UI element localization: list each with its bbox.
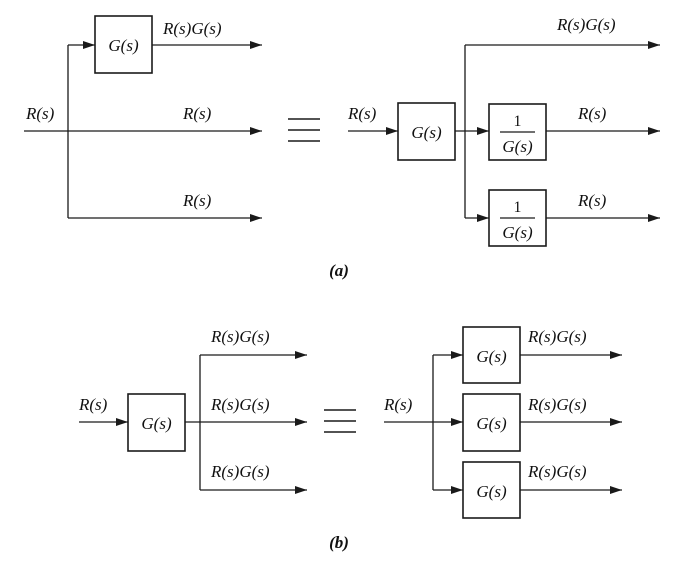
a-right-inverse-num-2: 1 — [514, 199, 522, 216]
b-right-bottom-output-label: R(s)G(s) — [527, 462, 587, 481]
a-right-inverse-den-2: G(s) — [502, 223, 533, 242]
a-left-g-label: G(s) — [108, 36, 139, 55]
equivalence-sign-b — [324, 409, 356, 433]
b-left-mid-output-label: R(s)G(s) — [210, 395, 270, 414]
a-left-bottom-output-label: R(s) — [182, 191, 212, 210]
b-right-g-label-1: G(s) — [476, 347, 507, 366]
a-right-g-block — [397, 102, 456, 161]
diagram-a-right: R(s) G(s) R(s)G(s) 1 G(s) R(s) 1 G(s) R(… — [347, 15, 660, 247]
a-right-bottom-output-label: R(s) — [577, 191, 607, 210]
a-right-inverse-den-1: G(s) — [502, 137, 533, 156]
b-right-input-label: R(s) — [383, 395, 413, 414]
caption-b: (b) — [329, 533, 349, 552]
a-right-inverse-block-1 — [488, 103, 547, 161]
a-left-input-label: R(s) — [25, 104, 55, 123]
b-right-g-block-3 — [462, 461, 521, 519]
a-right-mid-output-label: R(s) — [577, 104, 607, 123]
b-left-g-label: G(s) — [141, 414, 172, 433]
b-right-g-block-2 — [462, 393, 521, 452]
a-left-g-block — [94, 15, 153, 74]
a-right-input-label: R(s) — [347, 104, 377, 123]
b-left-bottom-output-label: R(s)G(s) — [210, 462, 270, 481]
a-right-g-label: G(s) — [411, 123, 442, 142]
a-left-mid-output-label: R(s) — [182, 104, 212, 123]
equivalence-sign-a — [288, 118, 320, 142]
b-left-input-label: R(s) — [78, 395, 108, 414]
b-right-mid-output-label: R(s)G(s) — [527, 395, 587, 414]
a-left-top-output-label: R(s)G(s) — [162, 19, 222, 38]
a-right-top-output-label: R(s)G(s) — [556, 15, 616, 34]
b-right-g-block-1 — [462, 326, 521, 384]
diagram-a-left: G(s) R(s) R(s)G(s) R(s) R(s) — [24, 15, 262, 222]
diagram-b-right: R(s) G(s) G(s) G(s) R(s)G(s) R(s)G(s) R(… — [383, 326, 622, 519]
b-right-g-label-3: G(s) — [476, 482, 507, 501]
b-right-top-output-label: R(s)G(s) — [527, 327, 587, 346]
a-right-inverse-num-1: 1 — [514, 113, 522, 130]
b-left-top-output-label: R(s)G(s) — [210, 327, 270, 346]
diagram-b-left: R(s) G(s) R(s)G(s) R(s)G(s) R(s)G(s) — [78, 327, 307, 494]
caption-a: (a) — [329, 261, 349, 280]
b-right-g-label-2: G(s) — [476, 414, 507, 433]
